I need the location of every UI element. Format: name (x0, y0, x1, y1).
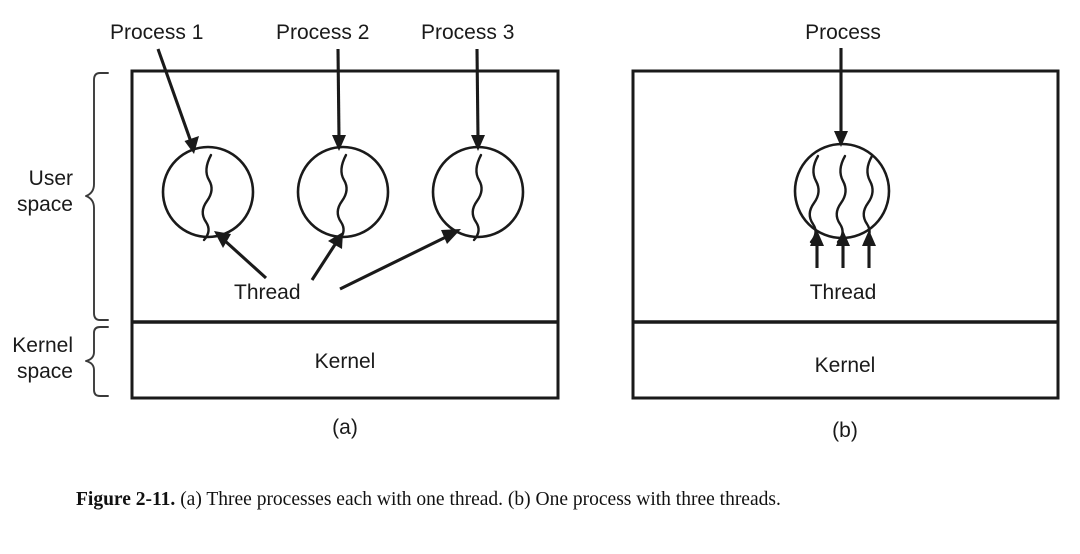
kernel-space-label-line1: Kernel (12, 334, 73, 357)
panel-b-outer-box (631, 69, 1060, 400)
panel-a-thread-arrow-2 (310, 232, 343, 281)
panel-a-thread-squiggle-2 (336, 153, 348, 242)
panel-a-process-label-3: Process 3 (421, 21, 514, 44)
panel-a-group: Process 1 Process 2 Process 3 Thread Ker… (110, 21, 560, 439)
panel-b-thread-arrow-1 (810, 230, 824, 268)
panel-b-thread-label: Thread (810, 281, 877, 304)
figure-caption-text: (a) Three processes each with one thread… (180, 489, 781, 510)
user-space-brace (85, 72, 109, 321)
figure-number: Figure 2-11. (76, 489, 176, 510)
panel-a-process-1-arrow (156, 48, 199, 154)
panel-b-kernel-label: Kernel (815, 354, 876, 377)
panel-b-group: Process Thread Kernel (b) (631, 21, 1060, 442)
panel-a-caption: (a) (332, 416, 358, 439)
panel-b-thread-arrow-3 (862, 230, 876, 268)
panel-a-thread-arrow-3 (339, 229, 461, 291)
panel-a-thread-squiggle-1 (201, 153, 213, 242)
user-space-label-line2: space (17, 193, 73, 216)
panel-b-process-label: Process (805, 21, 881, 44)
panel-b-thread-arrow-2 (836, 230, 850, 268)
panel-b-thread-squiggle-1 (808, 154, 820, 244)
panel-a-process-2-arrow (332, 48, 346, 151)
panel-a-thread-squiggle-3 (471, 153, 483, 242)
kernel-space-label-line2: space (17, 360, 73, 383)
panel-a-process-circle-2 (296, 145, 390, 239)
panel-a-process-label-1: Process 1 (110, 21, 203, 44)
side-brace-group: User space Kernel space (12, 72, 109, 397)
panel-a-process-circle-1 (161, 145, 255, 239)
panel-b-thread-squiggle-2 (835, 154, 847, 244)
panel-a-process-label-2: Process 2 (276, 21, 369, 44)
panel-b-caption: (b) (832, 419, 858, 442)
user-space-label-line1: User (29, 167, 73, 190)
figure-caption: Figure 2-11. (a) Three processes each wi… (76, 486, 1016, 513)
panel-a-kernel-label: Kernel (315, 350, 376, 373)
panel-a-thread-label: Thread (234, 281, 301, 304)
thread-model-diagram: Process 1 Process 2 Process 3 Thread Ker… (12, 21, 1060, 442)
panel-a-process-3-arrow (471, 48, 485, 151)
panel-b-process-arrow (834, 48, 848, 147)
kernel-space-brace (85, 326, 109, 397)
panel-b-thread-squiggle-3 (862, 154, 874, 244)
panel-a-thread-arrow-1 (214, 231, 268, 280)
panel-a-outer-box (130, 69, 560, 400)
